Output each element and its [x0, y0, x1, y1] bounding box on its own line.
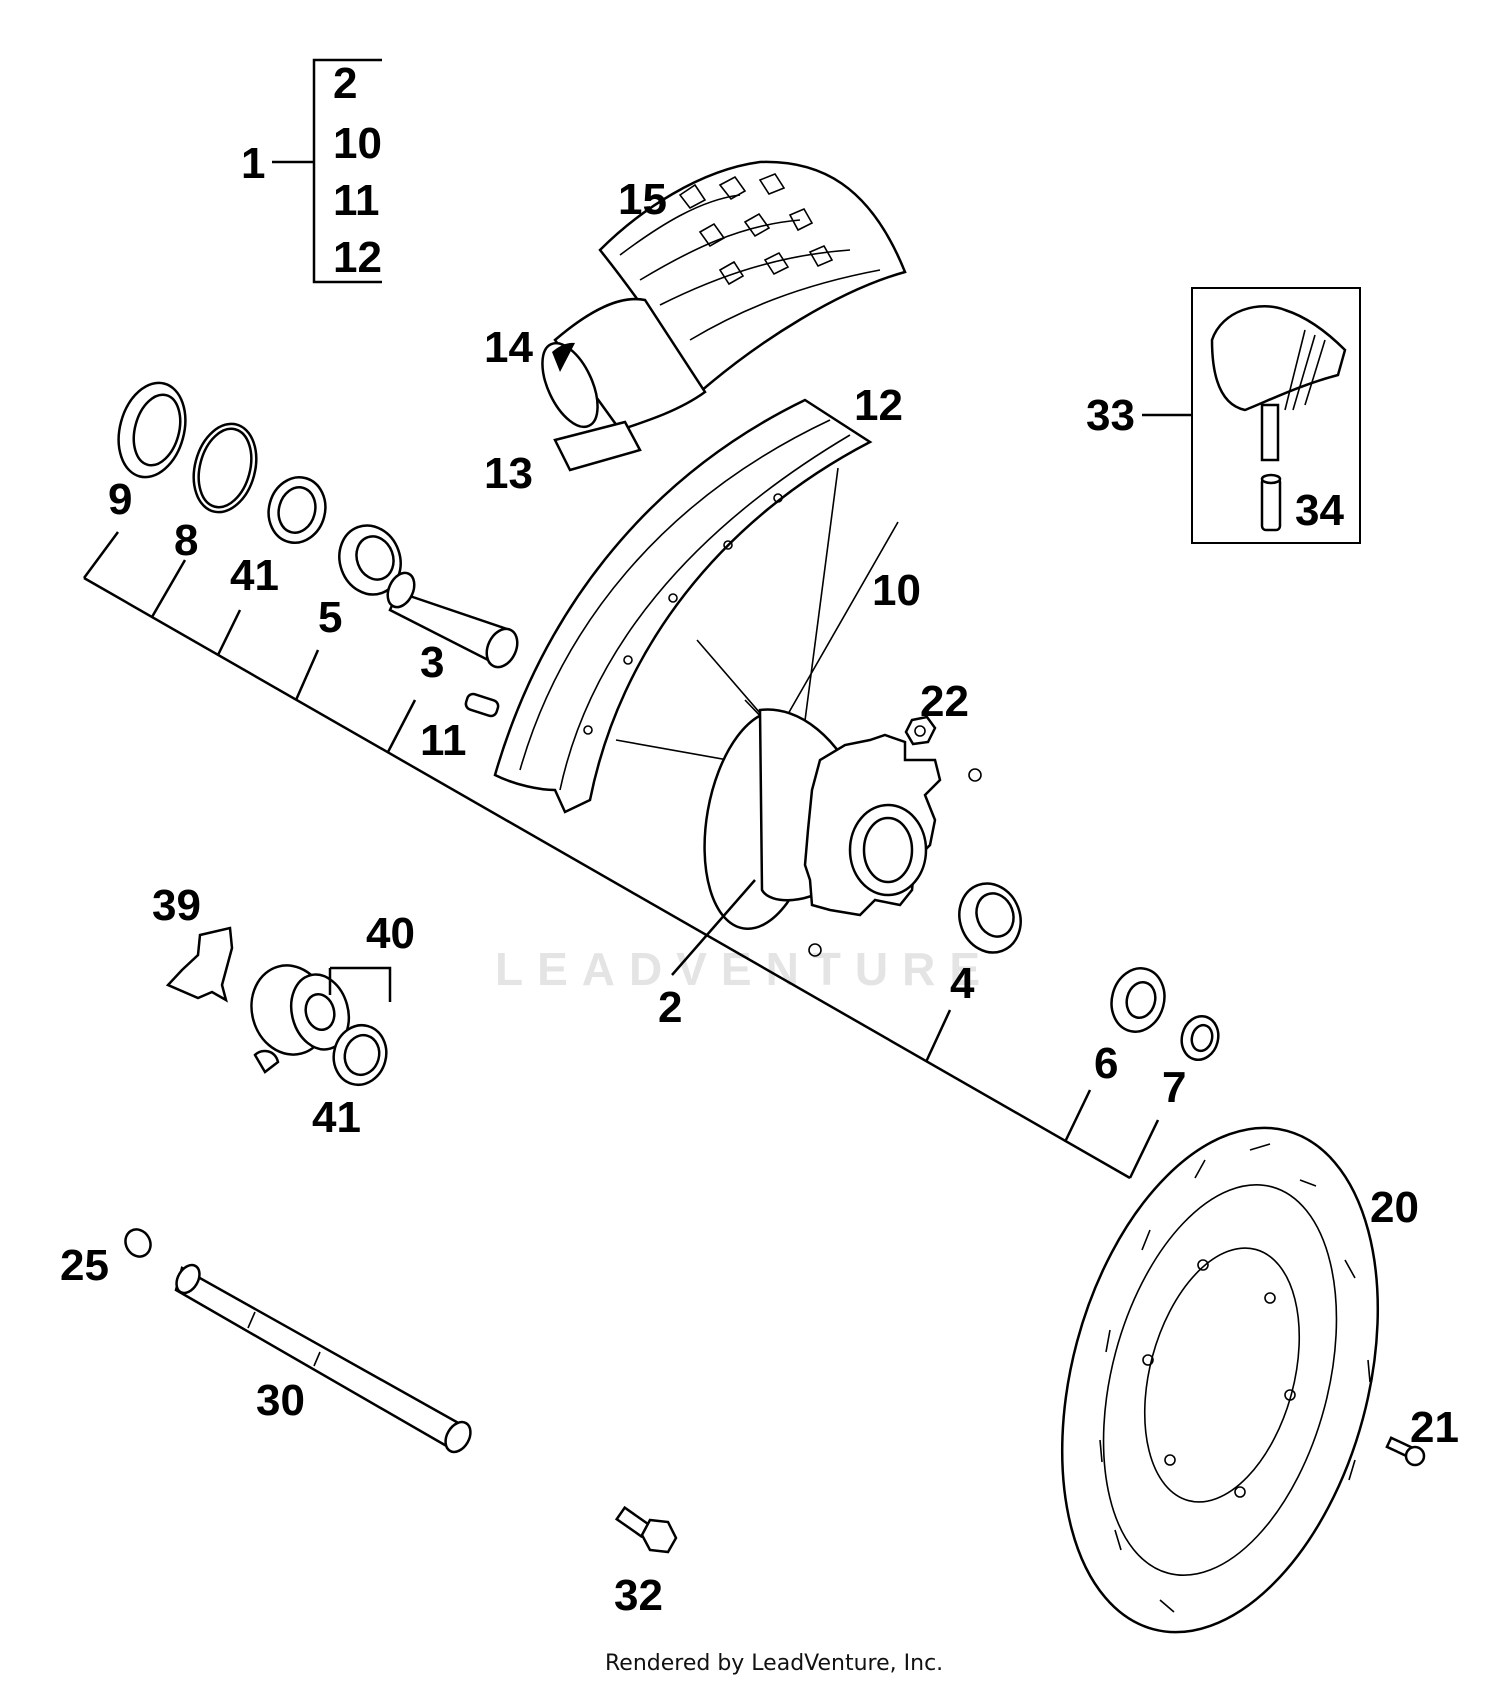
callout-7[interactable]: 7	[1162, 1063, 1186, 1112]
callout-32[interactable]: 32	[614, 1571, 663, 1620]
snap-ring[interactable]	[184, 417, 265, 519]
callout-33[interactable]: 33	[1086, 391, 1135, 440]
callout-9[interactable]: 9	[108, 475, 132, 524]
callout-group-12[interactable]: 12	[333, 233, 382, 282]
callout-22[interactable]: 22	[920, 677, 969, 726]
callout-1[interactable]: 1	[241, 139, 265, 188]
callout-group-11[interactable]: 11	[333, 176, 380, 225]
callout-25[interactable]: 25	[60, 1241, 109, 1290]
valve-cap[interactable]	[1210, 305, 1347, 462]
seal-left[interactable]	[109, 375, 196, 484]
callout-15[interactable]: 15	[618, 175, 667, 224]
brake-disc[interactable]	[1010, 1092, 1429, 1667]
spoke-nipple[interactable]	[464, 692, 500, 718]
callout-39[interactable]: 39	[152, 881, 201, 930]
callout-4[interactable]: 4	[950, 959, 975, 1008]
bearing-right[interactable]	[950, 875, 1030, 961]
reference-baseline	[82, 531, 1160, 1180]
callout-40[interactable]: 40	[366, 909, 415, 958]
callout-12[interactable]: 12	[854, 381, 903, 430]
plug[interactable]	[121, 1225, 156, 1261]
callout-5[interactable]: 5	[318, 593, 342, 642]
nut[interactable]	[904, 715, 937, 746]
rim-band[interactable]	[553, 420, 642, 472]
callout-21[interactable]: 21	[1410, 1403, 1459, 1452]
retaining-plate-left[interactable]	[261, 471, 332, 549]
disc-bolt[interactable]	[614, 1505, 678, 1554]
retaining-plate-right[interactable]	[327, 1019, 393, 1090]
callout-6[interactable]: 6	[1094, 1039, 1118, 1088]
callout-group-10[interactable]: 10	[333, 119, 382, 168]
callout-3[interactable]: 3	[420, 638, 444, 687]
disc-screw[interactable]	[1385, 1436, 1426, 1467]
valve-cap-box	[1142, 287, 1361, 544]
clip[interactable]	[165, 926, 234, 1003]
leader-2	[671, 879, 756, 976]
callout-20[interactable]: 20	[1370, 1183, 1419, 1232]
callout-41-bottom[interactable]: 41	[312, 1093, 361, 1142]
bearing-left[interactable]	[330, 517, 410, 603]
seal-right[interactable]	[1105, 962, 1172, 1037]
valve-stem[interactable]	[1260, 473, 1282, 532]
watermark: LEADVENTURE	[495, 943, 994, 995]
callout-11[interactable]: 11	[420, 716, 467, 765]
spacer-right[interactable]	[1177, 1012, 1223, 1064]
callout-41-top[interactable]: 41	[230, 551, 279, 600]
callout-8[interactable]: 8	[174, 516, 198, 565]
callout-14[interactable]: 14	[484, 323, 533, 372]
callout-13[interactable]: 13	[484, 449, 533, 498]
speedometer-drive[interactable]	[242, 957, 392, 1074]
spacer-tube[interactable]	[383, 569, 524, 672]
inner-tube[interactable]	[531, 297, 707, 435]
callout-10[interactable]: 10	[872, 566, 921, 615]
hub[interactable]	[689, 702, 982, 957]
callout-34[interactable]: 34	[1295, 486, 1344, 535]
assembly-1-bracket	[272, 58, 382, 284]
footer-credit: Rendered by LeadVenture, Inc.	[605, 1651, 943, 1676]
axle[interactable]	[172, 1261, 476, 1456]
rim[interactable]	[493, 398, 873, 814]
callout-30[interactable]: 30	[256, 1376, 305, 1425]
callout-2[interactable]: 2	[658, 983, 682, 1032]
callout-group-2[interactable]: 2	[333, 59, 357, 108]
